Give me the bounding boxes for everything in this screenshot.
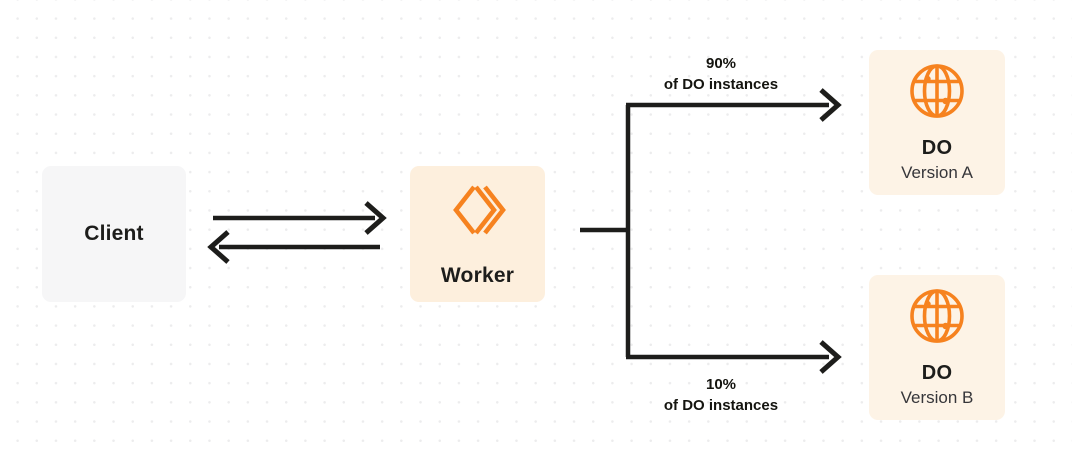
edge-label-do-b: 10% of DO instances xyxy=(626,374,816,417)
node-worker-label: Worker xyxy=(440,264,515,288)
edge-label-do-b-text: of DO instances xyxy=(663,397,779,415)
arrowhead-to-do-a xyxy=(819,88,842,122)
edge-label-do-a: 90% of DO instances xyxy=(626,53,816,96)
node-client-label: Client xyxy=(84,221,144,245)
durable-object-globe-icon xyxy=(908,62,966,125)
durable-object-globe-icon xyxy=(908,287,966,350)
cloudflare-workers-icon xyxy=(447,179,509,246)
arrowhead-to-worker xyxy=(364,201,387,235)
edge-label-do-a-text: of DO instances xyxy=(663,76,779,94)
node-do-a-label: DO xyxy=(921,137,953,160)
node-client[interactable]: Client xyxy=(42,166,186,302)
node-do-b-label: DO xyxy=(921,362,953,385)
arrowhead-to-do-b xyxy=(819,340,842,374)
arrowhead-to-client xyxy=(207,230,230,264)
node-do-b-sublabel: Version B xyxy=(900,388,974,408)
edge-label-do-b-percent: 10% xyxy=(705,376,737,393)
node-do-version-a[interactable]: DO Version A xyxy=(869,50,1005,195)
node-do-version-b[interactable]: DO Version B xyxy=(869,275,1005,420)
node-worker[interactable]: Worker xyxy=(410,166,545,302)
node-do-a-sublabel: Version A xyxy=(901,163,973,183)
edge-label-do-a-percent: 90% xyxy=(705,55,737,72)
